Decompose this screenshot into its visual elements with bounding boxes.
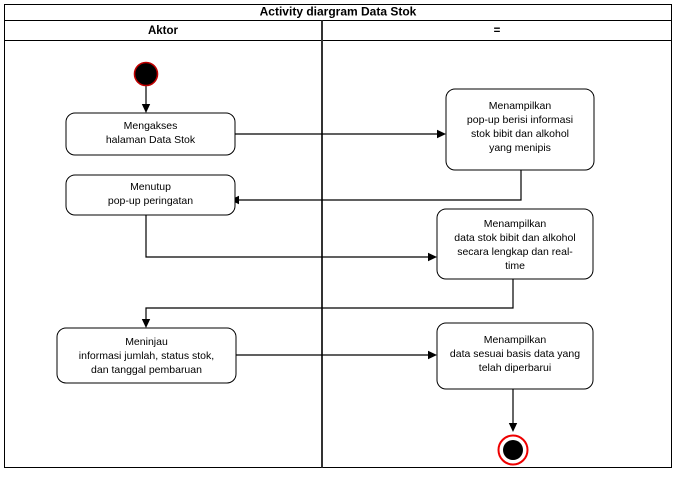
activity-label-line-1: Mengakses <box>124 120 178 132</box>
lane-header-system: = <box>494 25 501 37</box>
edge-data-diperbarui-to-end <box>508 389 518 432</box>
activity-label-line-1: Menampilkan <box>489 100 552 112</box>
activity-label-line-1: Menampilkan <box>484 218 547 230</box>
activity-node-shape[interactable] <box>65 112 236 156</box>
edge-meninjau-to-data-diperbarui <box>236 350 437 360</box>
activity-mengakses-halaman-data-stok[interactable]: Mengakses halaman Data Stok <box>65 112 236 156</box>
activity-label-line-2: pop-up berisi informasi <box>467 114 573 126</box>
end-node <box>497 434 529 466</box>
activity-menampilkan-data-sesuai-basis-data[interactable]: Menampilkan data sesuai basis data yang … <box>436 322 594 390</box>
activity-label-line-2: informasi jumlah, status stok, <box>79 350 214 362</box>
activity-label-line-4: time <box>505 260 525 272</box>
edge-mengakses-to-popup <box>235 129 446 139</box>
activity-label-line-2: data sesuai basis data yang <box>450 348 580 360</box>
activity-label-line-4: yang menipis <box>489 142 551 154</box>
activity-node-shape[interactable] <box>445 88 595 171</box>
frame-border <box>4 4 672 468</box>
activity-label-line-2: data stok bibit dan alkohol <box>454 232 575 244</box>
activity-label-line-3: stok bibit dan alkohol <box>471 128 569 140</box>
activity-node-shape[interactable] <box>65 174 236 216</box>
activity-label-line-1: Meninjau <box>125 336 168 348</box>
activity-label-line-3: dan tanggal pembaruan <box>91 364 202 376</box>
activity-label-line-3: telah diperbarui <box>479 362 551 374</box>
activity-label-line-3: secara lengkap dan real- <box>457 246 573 258</box>
activity-menutup-popup-peringatan[interactable]: Menutup pop-up peringatan <box>65 174 236 216</box>
edge-menutup-to-data-lengkap <box>145 215 437 262</box>
activity-label-line-2: pop-up peringatan <box>108 195 193 207</box>
activity-node-shape[interactable] <box>436 322 594 390</box>
lane-header-actor: Aktor <box>148 25 179 37</box>
activity-meninjau-informasi-jumlah[interactable]: Meninjau informasi jumlah, status stok, … <box>56 327 237 384</box>
activity-menampilkan-data-stok-lengkap[interactable]: Menampilkan data stok bibit dan alkohol … <box>436 208 594 280</box>
activity-node-shape[interactable] <box>436 208 594 280</box>
activity-menampilkan-popup-informasi[interactable]: Menampilkan pop-up berisi informasi stok… <box>445 88 595 171</box>
activity-label-line-1: Menampilkan <box>484 334 547 346</box>
diagram-title: Activity diargram Data Stok <box>260 5 417 19</box>
edge-start-to-mengakses <box>141 86 151 113</box>
activity-label-line-1: Menutup <box>130 181 171 193</box>
activity-node-shape[interactable] <box>56 327 237 384</box>
activity-label-line-2: halaman Data Stok <box>106 134 196 146</box>
edge-data-lengkap-to-meninjau <box>141 279 514 328</box>
start-node <box>133 61 159 87</box>
